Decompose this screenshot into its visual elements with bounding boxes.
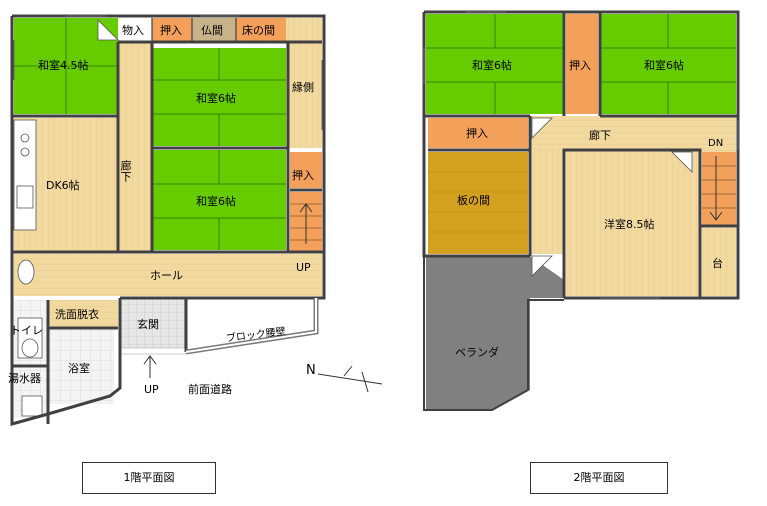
room2-rouka: 廊下 xyxy=(589,129,611,142)
room-yokushitsu: 浴室 xyxy=(68,362,90,375)
room2-veranda: ベランダ xyxy=(455,346,499,359)
floor2-plan xyxy=(422,10,740,411)
room2-youshitsu: 洋室8.5帖 xyxy=(604,218,655,231)
room-rouka: 廊下 xyxy=(119,160,132,182)
room2-oshiire-mid: 押入 xyxy=(569,59,591,72)
veranda-area xyxy=(426,256,564,410)
room-toilet: トイレ xyxy=(10,324,43,337)
floor2-caption: 2階平面図 xyxy=(530,462,668,494)
room-yusuiki: 湯水器 xyxy=(8,372,41,385)
room-oshiire-top: 押入 xyxy=(160,24,182,37)
room-tokonoma: 床の間 xyxy=(242,24,275,37)
room-butsuma: 仏間 xyxy=(201,24,223,37)
entry-up-label: UP xyxy=(144,383,159,396)
floor1-plan xyxy=(10,14,383,426)
room-senmen: 洗面脱衣 xyxy=(55,308,99,321)
room-genkan: 玄関 xyxy=(137,318,159,331)
north-label: N xyxy=(306,363,316,378)
room-oshiire-right: 押入 xyxy=(292,169,314,182)
hall-area xyxy=(14,254,322,296)
room-monoire: 物入 xyxy=(122,24,144,37)
room2-washitsu6-left: 和室6帖 xyxy=(472,59,512,72)
room-dk6: DK6帖 xyxy=(46,179,80,192)
front-road-label: 前面道路 xyxy=(188,383,232,396)
room2-washitsu6-right: 和室6帖 xyxy=(644,59,684,72)
stair-dn-label: DN xyxy=(708,138,724,149)
room2-oshiire: 押入 xyxy=(466,127,488,140)
floor1-caption: 1階平面図 xyxy=(82,462,216,494)
room-washitsu45: 和室4.5帖 xyxy=(38,59,89,72)
stair-up-label: UP xyxy=(296,261,311,274)
room-washitsu6-top: 和室6帖 xyxy=(196,92,236,105)
room-washitsu6-bottom: 和室6帖 xyxy=(196,195,236,208)
room2-dai: 台 xyxy=(712,257,723,270)
room-engawa: 縁側 xyxy=(292,81,314,94)
room-hall: ホール xyxy=(150,269,183,282)
room2-itanoma: 板の間 xyxy=(457,194,490,207)
